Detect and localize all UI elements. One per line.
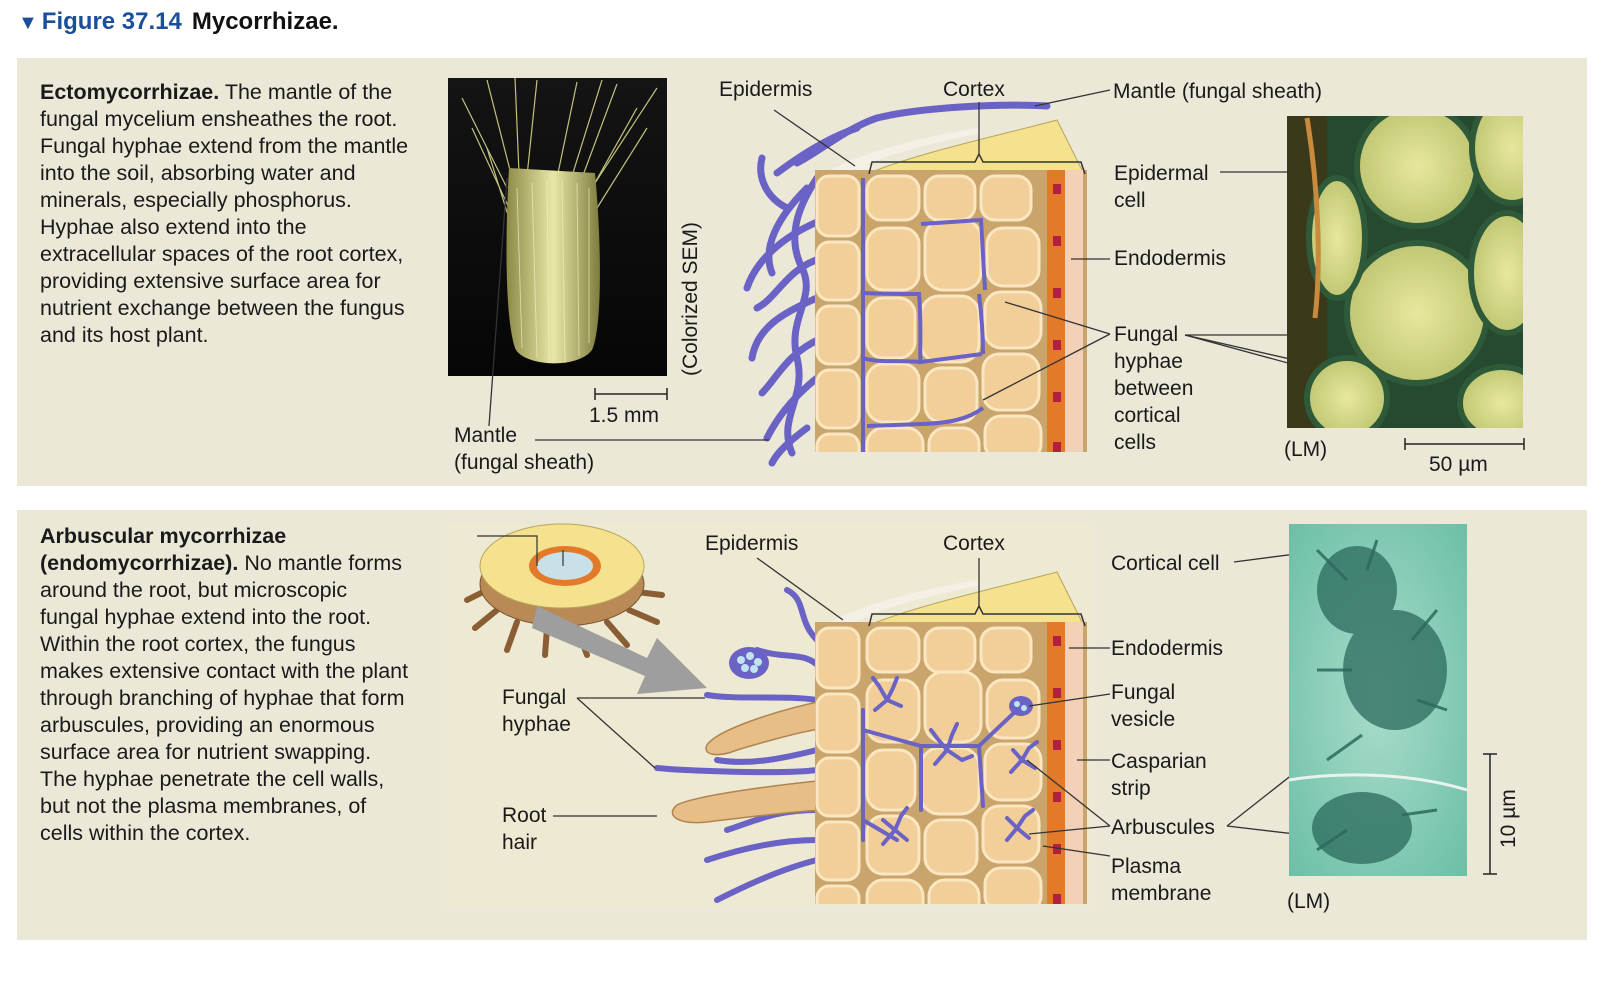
label-cortex: Cortex (943, 78, 1005, 101)
arbuscular-heading-2: (endomycorrhizae). (40, 551, 239, 575)
figure-number: Figure 37.14 (41, 8, 182, 35)
label-mantle-1: Mantle (454, 424, 518, 447)
label-casparian-1: Casparian (1111, 750, 1207, 773)
lm-micrograph-arbuscular (1289, 524, 1467, 876)
label-scale-lm-ecto: 50 µm (1429, 453, 1488, 476)
arbuscular-heading-1: Arbuscular mycorrhizae (40, 524, 287, 548)
arbuscular-cortex-cells (815, 622, 1087, 904)
label-root-hair-2: hair (502, 831, 538, 854)
label-mantle-fungal-sheath: Mantle (fungal sheath) (1113, 80, 1322, 103)
root-cross-section (464, 523, 665, 658)
lm-scale-bar-ecto (1404, 438, 1525, 450)
ecto-cortex-cells (815, 170, 1087, 452)
label-casparian-2: strip (1111, 777, 1151, 800)
figure-title: Mycorrhizae. (191, 8, 339, 35)
label-fungal-vesicle-1: Fungal (1111, 681, 1176, 704)
label-epidermal-cell-1: Epidermal (1114, 162, 1209, 185)
label-cortex-b: Cortex (943, 532, 1005, 555)
arbuscular-panel: Arbuscular mycorrhizae (endomycorrhizae)… (17, 510, 1587, 940)
ectomycorrhizae-panel: Ectomycorrhizae. The mantle of the funga… (17, 58, 1587, 486)
label-lm-ecto: (LM) (1284, 438, 1328, 461)
lm-micrograph-ecto (1287, 116, 1523, 428)
label-epidermal-cell-2: cell (1114, 189, 1146, 212)
label-endodermis-b: Endodermis (1111, 637, 1224, 660)
arbuscular-description: Arbuscular mycorrhizae (endomycorrhizae)… (40, 523, 410, 847)
label-scale-lm-arbuscular: 10 µm (1497, 789, 1520, 848)
label-fungal-hyphae-b1: Fungal (502, 686, 567, 709)
arbuscular-text: No mantle forms around the root, but mic… (40, 551, 409, 845)
ecto-illustration (448, 77, 1525, 467)
label-colorized-sem: (Colorized SEM) (679, 221, 702, 376)
label-fungal-hyphae-3: between (1114, 377, 1194, 400)
label-plasma-1: Plasma (1111, 855, 1182, 878)
ecto-description: Ectomycorrhizae. The mantle of the funga… (40, 79, 410, 349)
ecto-heading: Ectomycorrhizae. (40, 80, 220, 104)
arbuscular-external-hyphae (654, 587, 825, 903)
label-plasma-2: membrane (1111, 882, 1212, 905)
sem-micrograph (448, 77, 667, 376)
label-endodermis: Endodermis (1114, 247, 1227, 270)
label-lm-arbuscular: (LM) (1287, 890, 1331, 913)
label-epidermis-b: Epidermis (705, 532, 799, 555)
sem-scale-bar (594, 388, 668, 400)
label-root-hair-1: Root (502, 804, 547, 827)
label-fungal-hyphae-2: hyphae (1114, 350, 1183, 373)
ecto-external-hyphae (743, 101, 1051, 467)
arbuscular-illustration (445, 523, 1497, 906)
label-cortical-cell: Cortical cell (1111, 552, 1220, 575)
label-fungal-hyphae-1: Fungal (1114, 323, 1179, 346)
label-scale-sem: 1.5 mm (589, 404, 660, 427)
gray-arrow-icon (532, 606, 707, 694)
lm-scale-bar-arbuscular (1483, 753, 1497, 875)
figure-header: ▼Figure 37.14 Mycorrhizae. (18, 8, 339, 36)
label-fungal-hyphae-4: cortical (1114, 404, 1181, 427)
label-mantle-2: (fungal sheath) (454, 451, 595, 474)
label-fungal-hyphae-5: cells (1114, 431, 1157, 454)
ecto-text: The mantle of the fungal mycelium enshea… (40, 80, 409, 347)
label-arbuscules: Arbuscules (1111, 816, 1215, 839)
label-fungal-hyphae-b2: hyphae (502, 713, 571, 736)
label-fungal-vesicle-2: vesicle (1111, 708, 1176, 731)
expand-triangle-icon: ▼ (18, 12, 38, 34)
label-epidermis: Epidermis (719, 78, 813, 101)
